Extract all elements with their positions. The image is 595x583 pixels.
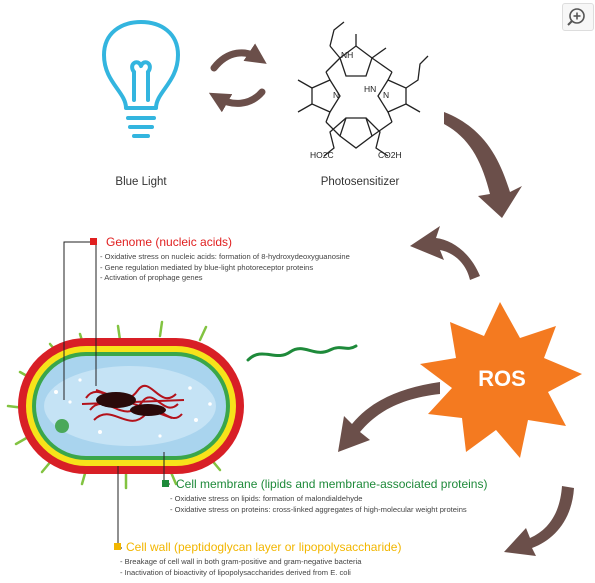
membrane-bullets: - Oxidative stress on lipids: formation … <box>170 494 467 515</box>
zoom-button[interactable] <box>562 3 594 31</box>
genome-leader-1 <box>63 241 90 400</box>
cycle-arrows <box>338 112 574 556</box>
ros-starburst <box>420 302 582 458</box>
bacterium-cell <box>6 320 358 490</box>
chem-nh-top: NH <box>341 50 354 60</box>
wall-leader <box>117 466 122 549</box>
zoom-in-icon <box>567 8 585 26</box>
chem-n-right: N <box>383 90 390 100</box>
wall-bullets: - Breakage of cell wall in both gram-pos… <box>120 557 361 578</box>
genome-title: Genome (nucleic acids) <box>106 235 233 249</box>
membrane-marker <box>162 480 169 487</box>
wall-title: Cell wall (peptidoglycan layer or lipopo… <box>126 540 402 554</box>
chem-acid-right: CO2H <box>378 150 402 160</box>
chem-hn-bottom: HN <box>364 84 377 94</box>
chem-acid-left: HO2C <box>310 150 334 160</box>
genome-bullet-3: - Activation of prophage genes <box>100 273 203 283</box>
wall-bullet-1: - Breakage of cell wall in both gram-pos… <box>120 557 362 566</box>
genome-marker <box>90 238 97 245</box>
membrane-bullet-1: - Oxidative stress on lipids: formation … <box>170 494 363 503</box>
photosensitizer-molecule <box>297 21 429 157</box>
genome-bullet-2: - Gene regulation mediated by blue-light… <box>100 262 314 272</box>
photosensitizer-label: Photosensitizer <box>320 176 400 188</box>
exchange-arrows-icon <box>208 43 267 113</box>
wall-marker <box>114 543 121 550</box>
membrane-bullet-2: - Oxidative stress on proteins: cross-li… <box>170 504 467 514</box>
genome-bullets: - Oxidative stress on nucleic acids: for… <box>100 252 350 284</box>
chem-n-left: N <box>333 90 340 100</box>
genome-bullet-1: - Oxidative stress on nucleic acids: for… <box>100 252 350 261</box>
light-bulb-icon <box>102 20 180 138</box>
wall-bullet-2: - Inactivation of bioactivity of lipopol… <box>120 567 351 577</box>
ros-label: ROS <box>478 366 526 391</box>
blue-light-label: Blue Light <box>115 176 167 188</box>
membrane-title: Cell membrane (lipids and membrane-assoc… <box>176 477 488 491</box>
